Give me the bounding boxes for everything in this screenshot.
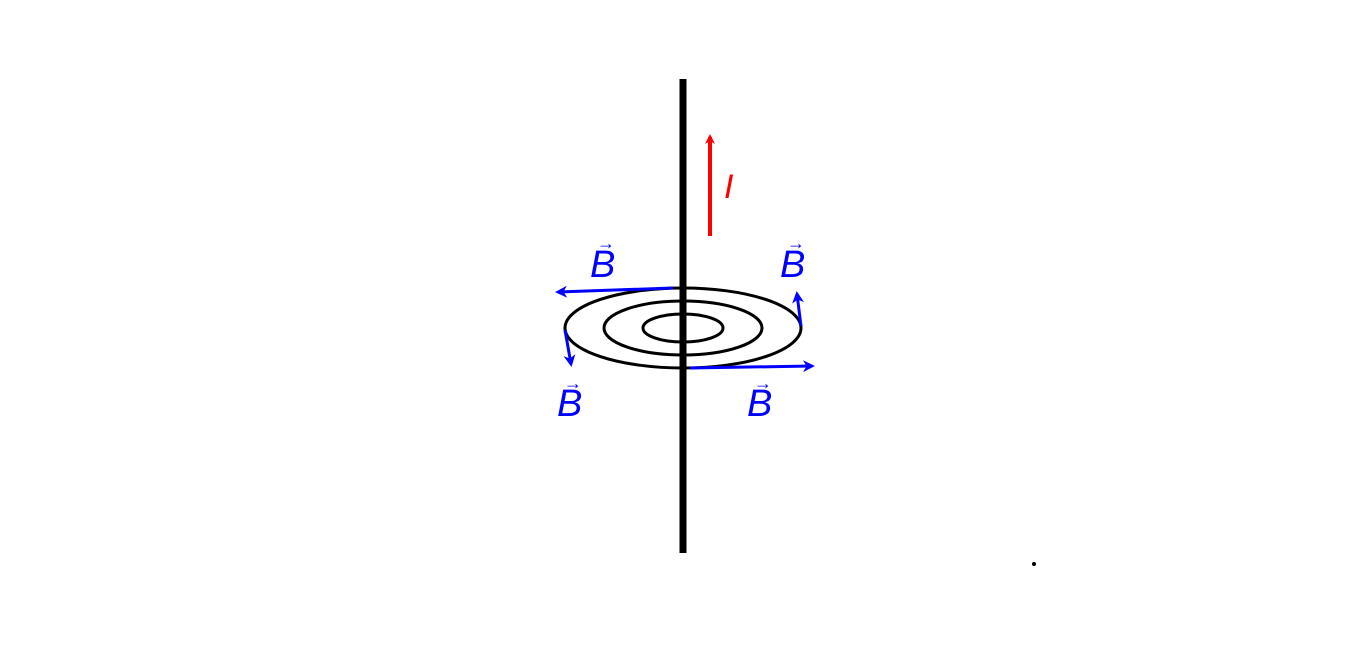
field-label-symbol: B	[747, 383, 772, 425]
field-arrow-upper-left	[555, 285, 674, 298]
field-arrows	[555, 285, 815, 373]
field-arrow-lower-left	[563, 329, 576, 367]
field-label-upper-right: → B	[780, 233, 805, 286]
field-arrow-upper-right	[792, 291, 805, 327]
current-label: I	[724, 168, 734, 206]
field-label-lower-left: → B	[557, 373, 582, 425]
field-label-symbol: B	[557, 383, 582, 425]
field-label-lower-right: → B	[747, 373, 772, 425]
field-label-vector-arrow: →	[564, 373, 582, 393]
field-label-vector-arrow: →	[787, 233, 805, 253]
stray-dot	[1032, 562, 1036, 566]
field-arrow-lower-right	[689, 360, 815, 373]
field-label-vector-arrow: →	[597, 233, 615, 253]
field-label-symbol: B	[590, 244, 615, 286]
field-label-symbol: B	[780, 244, 805, 286]
field-label-upper-left: → B	[590, 233, 615, 286]
field-label-vector-arrow: →	[754, 373, 772, 393]
